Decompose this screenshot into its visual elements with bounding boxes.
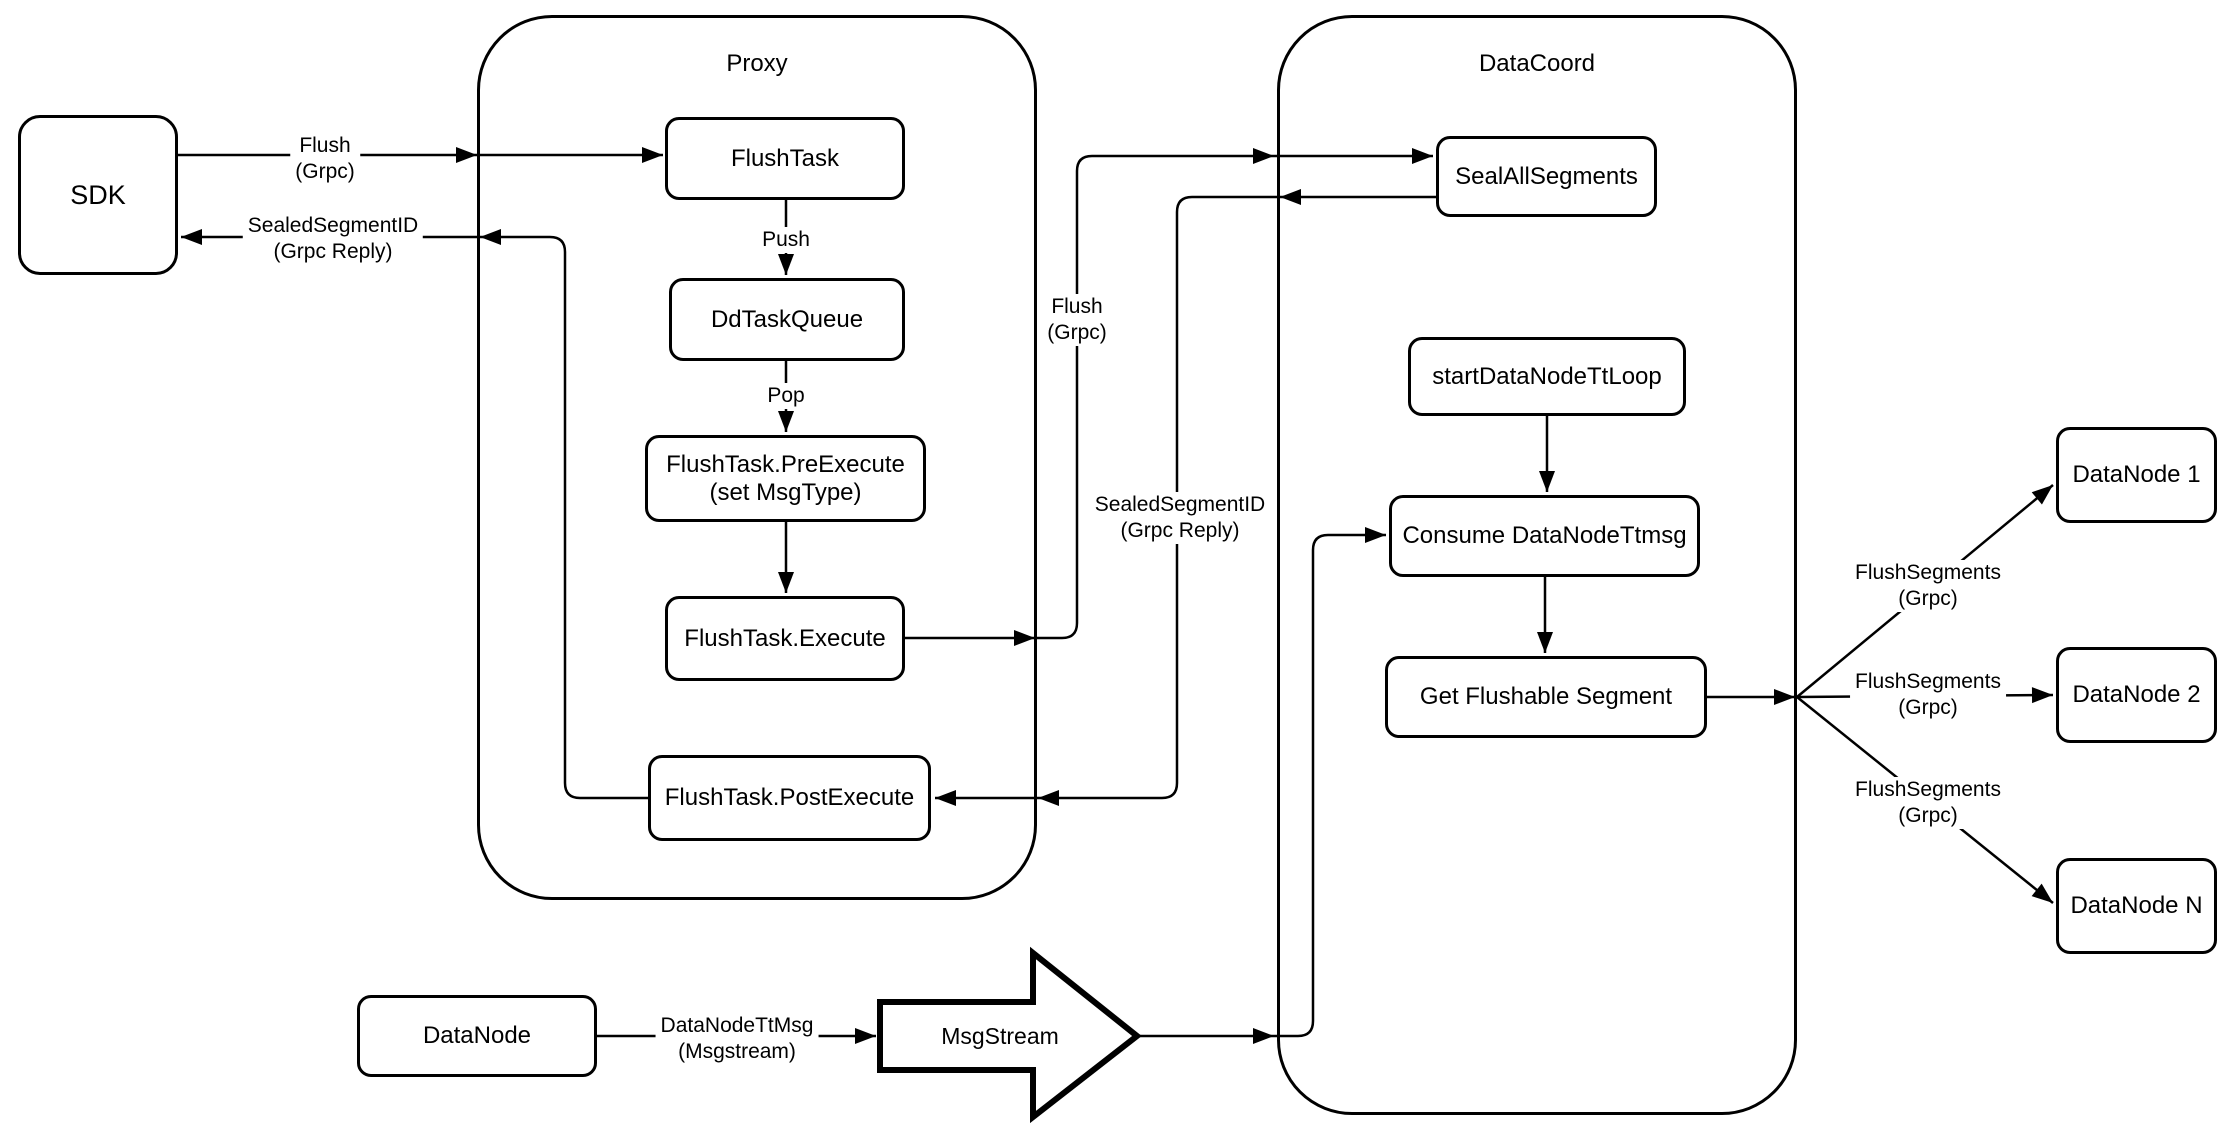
node-preexecute-line1: FlushTask.PreExecute (666, 450, 905, 478)
label-flushsegments-2: FlushSegments (Grpc) (1850, 669, 2006, 721)
label-flushsegments-1: FlushSegments (Grpc) (1850, 560, 2006, 612)
node-datanode-bottom: DataNode (357, 995, 597, 1077)
label-sdk-reply: SealedSegmentID (Grpc Reply) (242, 213, 424, 265)
label-sdk-flush: Flush (Grpc) (290, 133, 360, 185)
node-startdatanodettloop: startDataNodeTtLoop (1408, 337, 1686, 416)
msgstream-block-arrow (877, 946, 1142, 1124)
proxy-container (477, 15, 1037, 900)
label-datanode-ttmsg: DataNodeTtMsg (Msgstream) (655, 1013, 819, 1065)
edge-postexecute-to-sdk (181, 229, 648, 800)
label-push: Push (757, 227, 815, 253)
node-getflushablesegment: Get Flushable Segment (1385, 656, 1707, 738)
node-datanode-1: DataNode 1 (2056, 427, 2217, 523)
label-flushsegments-3: FlushSegments (Grpc) (1850, 777, 2006, 829)
node-sdk: SDK (18, 115, 178, 275)
node-preexecute-line2: (set MsgType) (709, 478, 862, 506)
edge-msgstream-to-consume (1137, 527, 1386, 1044)
label-channel-flush: Flush (Grpc) (1042, 294, 1112, 346)
node-consumedatanodettmsg: Consume DataNodeTtmsg (1389, 495, 1700, 577)
node-preexecute: FlushTask.PreExecute (set MsgType) (645, 435, 926, 522)
node-datanode-n: DataNode N (2056, 858, 2217, 954)
node-sealallsegments: SealAllSegments (1436, 136, 1657, 217)
msgstream-label: MsgStream (941, 1023, 1059, 1049)
edge-execute-to-sealallsegments (905, 148, 1433, 646)
datacoord-title: DataCoord (1478, 50, 1596, 77)
datacoord-container (1277, 15, 1797, 1115)
node-flushtask: FlushTask (665, 117, 905, 200)
node-datanode-2: DataNode 2 (2056, 647, 2217, 743)
node-ddtaskqueue: DdTaskQueue (669, 278, 905, 361)
proxy-title: Proxy (726, 50, 788, 77)
label-pop: Pop (762, 383, 810, 409)
node-postexecute: FlushTask.PostExecute (648, 755, 931, 841)
node-execute: FlushTask.Execute (665, 596, 905, 681)
label-channel-reply: SealedSegmentID (Grpc Reply) (1089, 492, 1271, 544)
